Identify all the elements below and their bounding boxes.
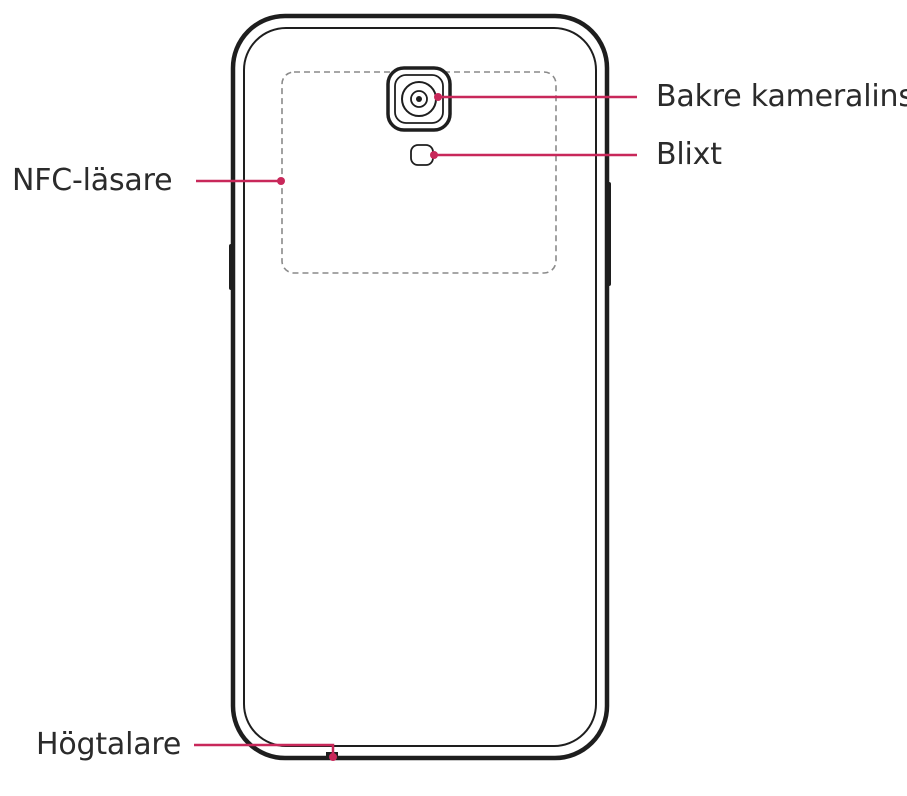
callout-rear-camera xyxy=(434,93,637,101)
nfc-label: NFC-läsare xyxy=(12,163,173,198)
rear-camera-label: Bakre kameralins xyxy=(656,79,907,114)
callout-nfc xyxy=(196,177,285,185)
speaker-label: Högtalare xyxy=(36,727,182,762)
flash-label: Blixt xyxy=(656,137,722,172)
camera-lens-icon xyxy=(386,66,452,132)
flash-icon xyxy=(410,144,434,166)
phone-body-outer xyxy=(230,13,610,761)
callout-speaker xyxy=(194,743,337,761)
callout-flash xyxy=(430,151,637,159)
phone-body-inner xyxy=(243,27,597,747)
